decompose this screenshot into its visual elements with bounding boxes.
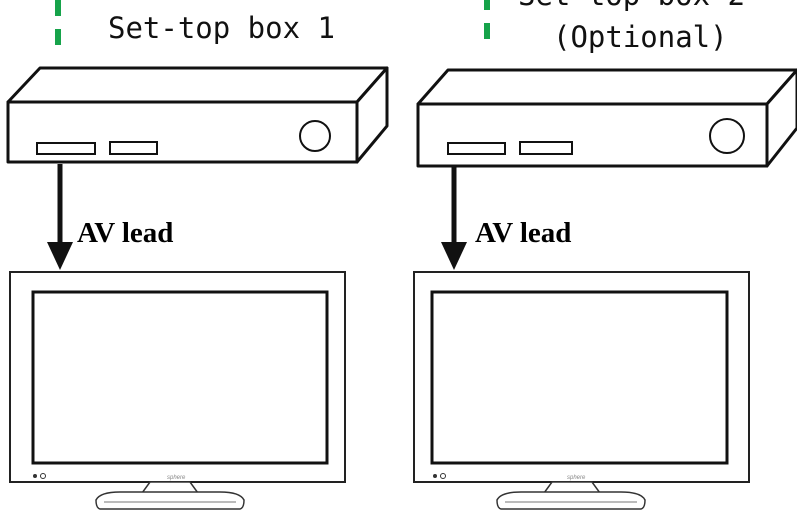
power-knob-icon-2	[709, 118, 745, 154]
tv-indicator-icon	[33, 474, 37, 478]
power-knob-icon	[299, 120, 331, 152]
tv-indicator-icon-2	[433, 474, 437, 478]
set-top-box-2	[416, 68, 797, 168]
av-lead-label-right: AV lead	[475, 217, 571, 249]
av-lead-arrow-left	[47, 164, 73, 270]
av-lead-label-left: AV lead	[77, 217, 173, 249]
front-panel-slot-3	[447, 142, 506, 155]
front-panel-slot-1	[36, 142, 96, 155]
television-2: sphere	[413, 271, 750, 510]
av-lead-arrow-right	[441, 166, 467, 270]
front-panel-slot-4	[519, 141, 573, 155]
television-1: sphere	[9, 271, 346, 510]
caption-optional: (Optional)	[553, 20, 728, 54]
tv-brand-logo: sphere	[167, 475, 186, 481]
caption-set-top-box-2: Set-top box 2	[518, 0, 745, 12]
front-panel-slot-2	[109, 141, 158, 155]
caption-set-top-box-1: Set-top box 1	[108, 11, 335, 45]
set-top-box-1	[6, 66, 389, 164]
tv-brand-logo-2: sphere	[567, 475, 586, 481]
